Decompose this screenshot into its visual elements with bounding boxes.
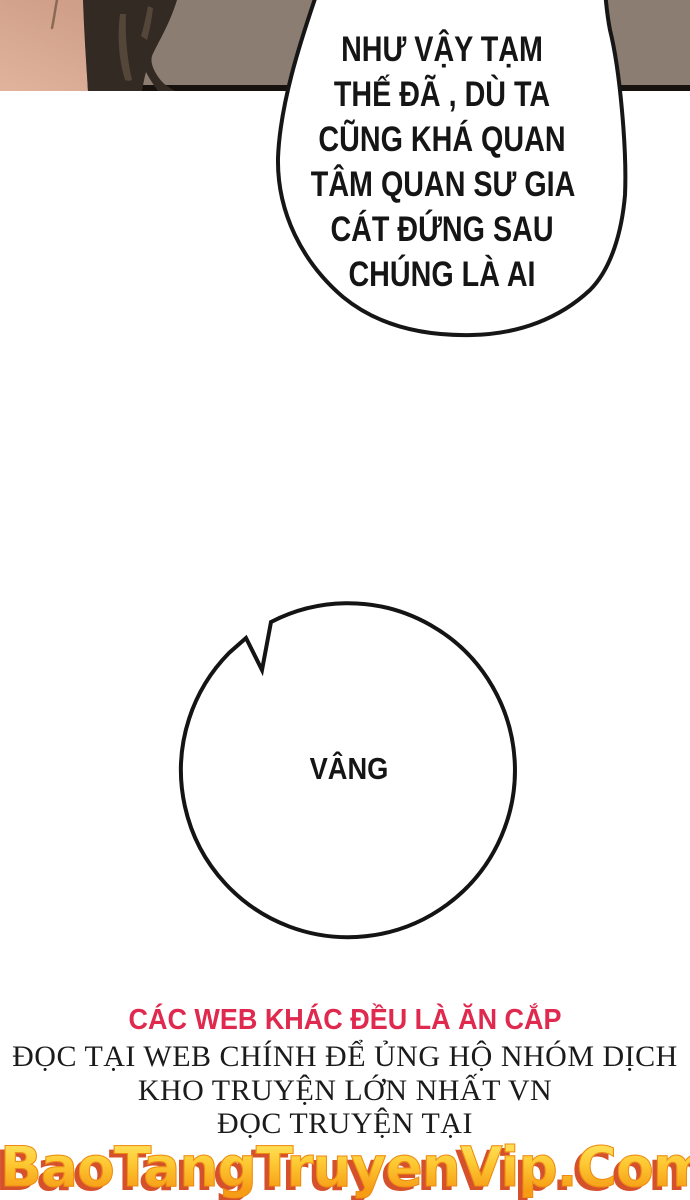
panel-art: [0, 0, 177, 91]
bubble-text-line: CŨNG KHÁ QUAN: [318, 120, 566, 159]
speech-bubble-reply-text: VÂNG: [309, 751, 389, 786]
bubble-text-line: CHÚNG LÀ AI: [348, 255, 536, 294]
speech-bubble-main: [275, 0, 628, 338]
bubble-text-line: CÁT ĐỨNG SAU: [330, 210, 554, 249]
bubble-text-line: NHƯ VẬY TẠM: [341, 30, 543, 69]
footer-note: KHO TRUYỆN LỚN NHẤT VN: [137, 1074, 553, 1107]
speech-bubble-main-text: NHƯ VẬY TẠM THẾ ĐÃ , DÙ TA CŨNG KHÁ QUAN…: [310, 27, 576, 297]
speech-bubble-reply-outline: [178, 601, 517, 940]
bubble-text-line: THẾ ĐÃ , DÙ TA: [333, 75, 551, 114]
site-watermark-text: BaoTangTruyenVip.Com: [0, 1135, 690, 1199]
site-watermark-shadow: BaoTangTruyenVip.Com: [0, 1140, 690, 1200]
footer-note: ĐỌC TRUYỆN TẠI: [217, 1107, 473, 1140]
speech-bubble-main-outline: [275, 0, 628, 338]
site-watermark: BaoTangTruyenVip.Com BaoTangTruyenVip.Co…: [0, 1136, 690, 1200]
hair-shape: [83, 0, 177, 91]
bubble-text-line: TÂM QUAN SƯ GIA: [310, 165, 576, 204]
hair-highlight: [141, 6, 153, 40]
footer-note: ĐỌC TẠI WEB CHÍNH ĐỂ ỦNG HỘ NHÓM DỊCH: [12, 1040, 678, 1073]
speech-bubble-reply: [178, 601, 517, 940]
skin-region: [0, 0, 88, 91]
anti-piracy-warning: CÁC WEB KHÁC ĐỀU LÀ ĂN CẮP: [128, 1004, 562, 1036]
hair-strand: [50, 0, 59, 30]
hair-highlight: [118, 14, 132, 81]
